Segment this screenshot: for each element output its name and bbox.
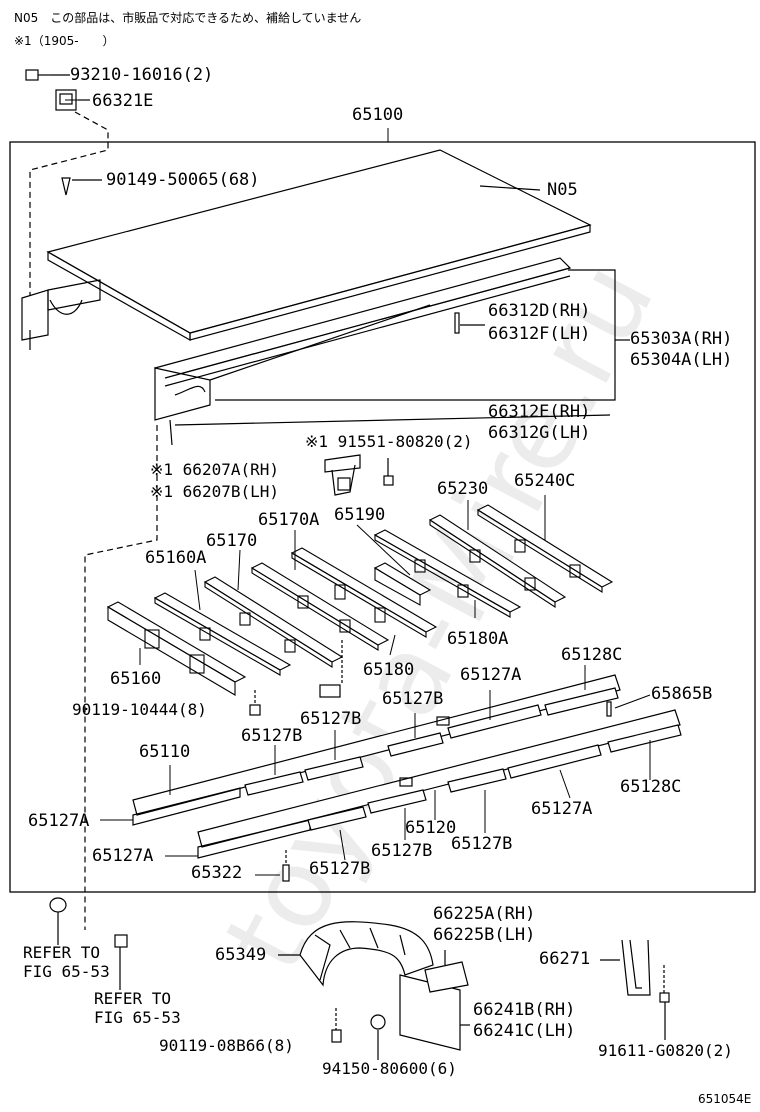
left-bracket <box>21 279 101 350</box>
crossmembers <box>106 504 614 696</box>
label-66321E: 66321E <box>92 91 154 111</box>
label-66312F: 66312F(LH) <box>488 324 591 344</box>
label-65240C: 65240C <box>514 471 576 491</box>
bolt-90119-10444 <box>249 690 261 716</box>
label-65127A-mid: 65127A <box>531 799 593 819</box>
bolt-93210 <box>25 69 50 81</box>
label-65127A-left: 65127A <box>28 811 90 831</box>
label-65127A-low: 65127A <box>92 846 154 866</box>
label-65180A: 65180A <box>447 629 509 649</box>
bolt-91551 <box>383 458 394 486</box>
label-66312G: 66312G(LH) <box>488 423 591 443</box>
label-65127B-f: 65127B <box>309 859 371 879</box>
label-65110: 65110 <box>139 742 191 762</box>
note-line-1: N05 この部品は、市販品で対応できるため、補給していません <box>14 11 362 25</box>
label-65304A: 65304A(LH) <box>630 350 733 370</box>
stringers <box>244 687 682 831</box>
label-94150-80600: 94150-80600(6) <box>322 1059 457 1078</box>
hinge-66207A <box>324 454 361 496</box>
label-91551-80820: ※1 91551-80820(2) <box>305 432 473 451</box>
label-66207A: ※1 66207A(RH) <box>150 460 279 479</box>
label-66241C: 66241C(LH) <box>473 1021 576 1041</box>
leader-lines <box>65 99 651 876</box>
label-66271: 66271 <box>539 949 591 969</box>
note-line-2: ※1（1905- ） <box>14 34 115 48</box>
label-65180: 65180 <box>363 660 415 680</box>
label-65160A: 65160A <box>145 548 207 568</box>
label-N05: N05 <box>547 180 578 200</box>
pin-66312D <box>454 312 460 334</box>
dashed-leader-lower <box>84 425 158 930</box>
bolt-90119-08B66 <box>331 1008 342 1043</box>
pin-66312E <box>169 419 173 446</box>
label-66241B: 66241B(RH) <box>473 1000 576 1020</box>
refer-label-2b: FIG 65-53 <box>94 1008 181 1027</box>
fender-65349 <box>278 921 434 987</box>
refer-label-1b: FIG 65-53 <box>23 962 110 981</box>
label-65127A-top: 65127A <box>460 665 522 685</box>
label-66312E: 66312E(RH) <box>488 402 591 422</box>
label-65865B: 65865B <box>651 684 713 704</box>
label-65127B-a: 65127B <box>382 689 444 709</box>
label-65128C-top: 65128C <box>561 645 623 665</box>
bracket-66271 <box>600 939 651 996</box>
label-66207B: ※1 66207B(LH) <box>150 482 279 501</box>
bracket-66225A <box>424 950 469 993</box>
label-65127B-d: 65127B <box>371 841 433 861</box>
label-65120: 65120 <box>405 818 457 838</box>
label-93210-16016: 93210-16016(2) <box>70 65 214 85</box>
long-rail-65120 <box>197 709 681 859</box>
label-65170A: 65170A <box>258 510 320 530</box>
clip <box>319 684 341 698</box>
label-65322: 65322 <box>191 863 243 883</box>
label-90149-50065: 90149-50065(68) <box>106 170 260 190</box>
label-66225B: 66225B(LH) <box>433 925 536 945</box>
screw-90149 <box>61 177 71 196</box>
bolt-65322 <box>282 864 290 882</box>
bolt-91611 <box>659 965 670 1040</box>
label-91611-G0820: 91611-G0820(2) <box>598 1041 733 1060</box>
dashed-leader-top <box>29 111 109 305</box>
refer-parts <box>49 897 128 990</box>
figure-code: 651054E <box>698 1092 752 1106</box>
nut-94150 <box>370 1014 386 1060</box>
assembly-frame <box>9 141 756 893</box>
refer-label-2a: REFER TO <box>94 989 172 1008</box>
label-65230: 65230 <box>437 479 489 499</box>
label-65127B-c: 65127B <box>241 726 303 746</box>
label-65349: 65349 <box>215 945 267 965</box>
label-66312D: 66312D(RH) <box>488 301 591 321</box>
long-rail-65110 <box>132 674 621 826</box>
label-66225A: 66225A(RH) <box>433 904 536 924</box>
label-65190: 65190 <box>334 505 386 525</box>
label-65127B-e: 65127B <box>451 834 513 854</box>
label-65128C-right: 65128C <box>620 777 682 797</box>
label-65160: 65160 <box>110 669 162 689</box>
pin-65865B <box>606 701 612 717</box>
label-65303A: 65303A(RH) <box>630 329 733 349</box>
label-90119-08B66: 90119-08B66(8) <box>159 1036 294 1055</box>
refer-label-1a: REFER TO <box>23 943 101 962</box>
label-65127B-b: 65127B <box>300 709 362 729</box>
side-rail-65303A <box>153 257 572 421</box>
label-90119-10444: 90119-10444(8) <box>72 700 207 719</box>
label-65100: 65100 <box>352 105 404 125</box>
label-65170: 65170 <box>206 531 258 551</box>
